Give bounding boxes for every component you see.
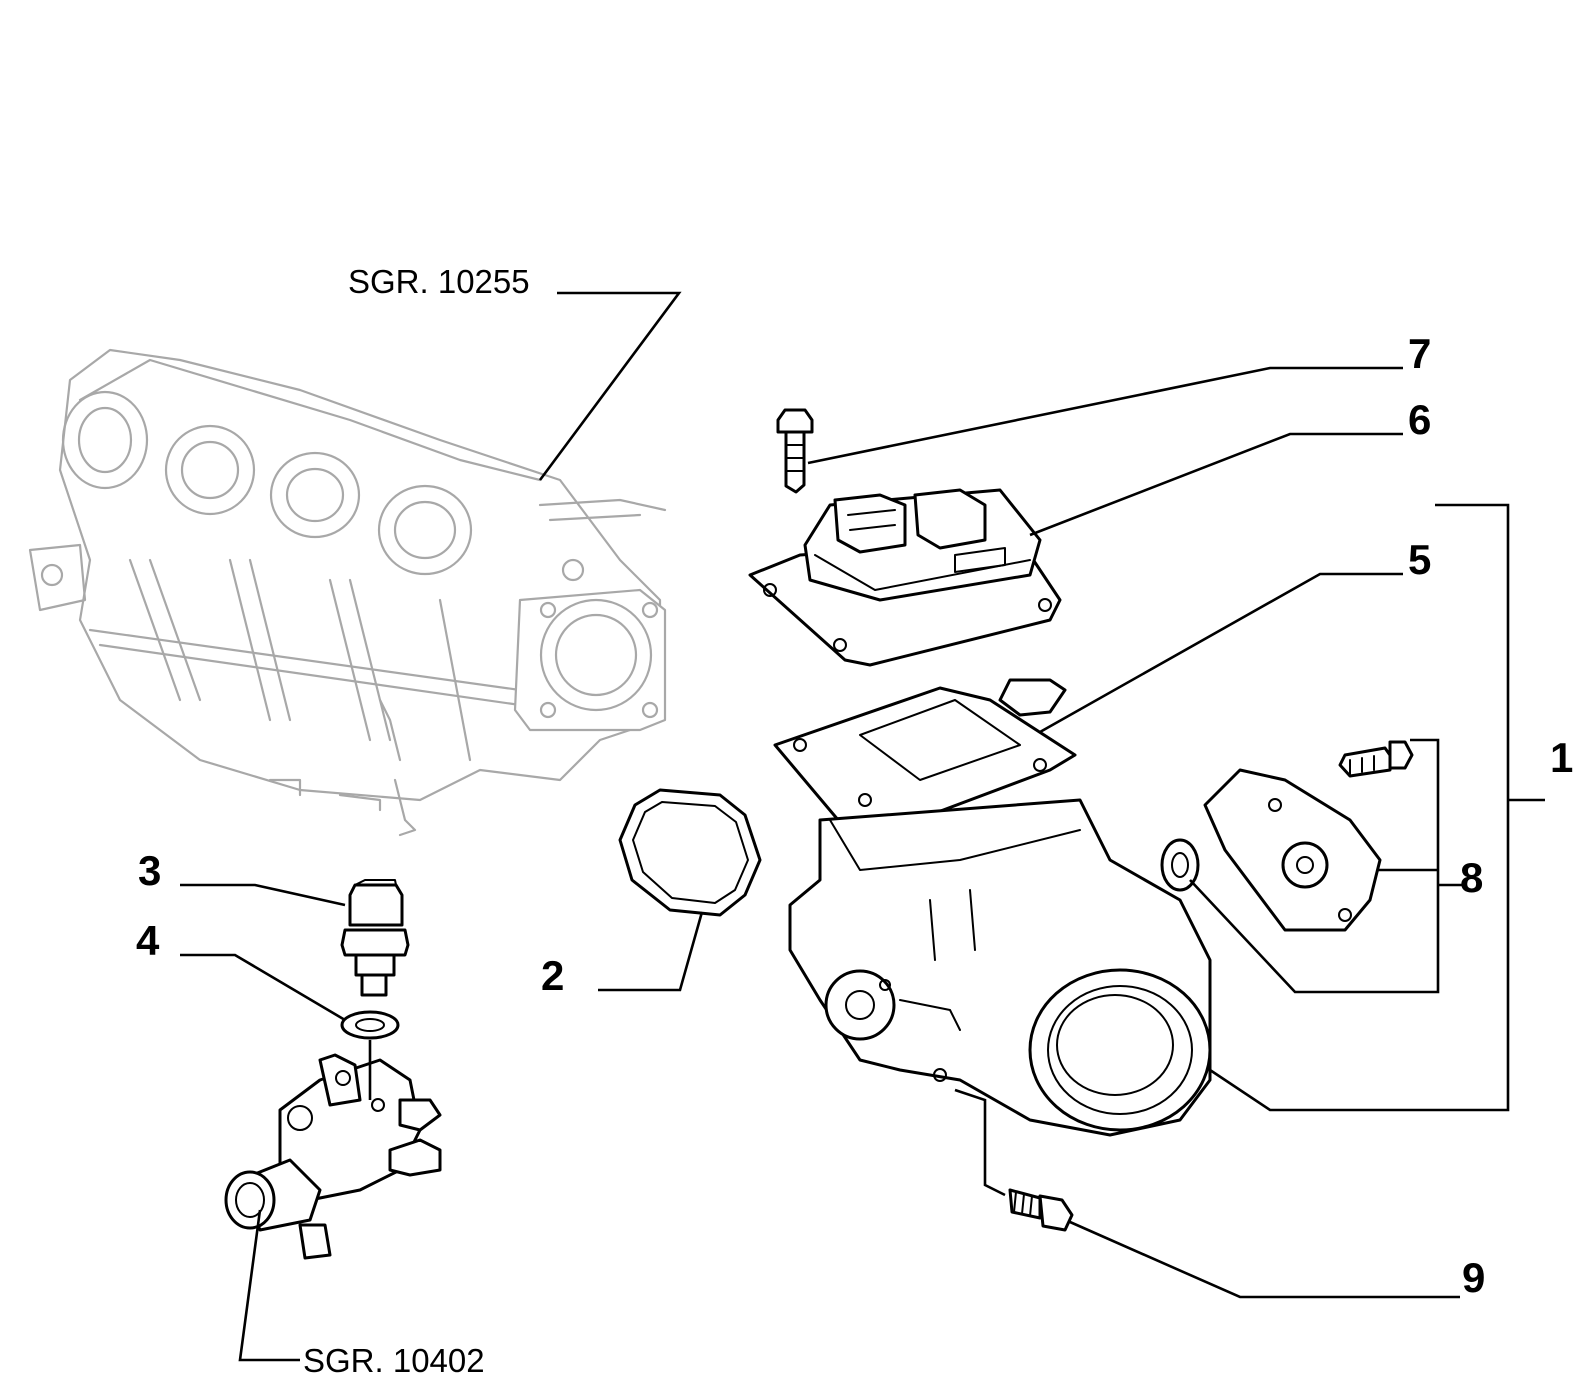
callout-9: 9 [1462, 1254, 1485, 1301]
temperature-sensor-part [340, 879, 410, 997]
thermostat-group-reference: SGR. 10402 [303, 1342, 485, 1377]
gasket-plate-part [773, 678, 1077, 850]
callout-8: 8 [1460, 854, 1483, 901]
control-unit-part [748, 488, 1062, 667]
thermostat-housing-illustration [224, 1053, 442, 1260]
bolt-part-9 [1008, 1188, 1074, 1232]
callout-6: 6 [1408, 396, 1431, 443]
gasket-ring-part [618, 788, 762, 917]
sealing-washer-part [340, 1010, 400, 1040]
position-sensor-part [1160, 740, 1414, 932]
callout-4: 4 [136, 917, 160, 964]
screw-part-7 [776, 408, 814, 494]
leader-lines [180, 291, 1545, 1362]
throttle-body-part [788, 798, 1212, 1137]
callout-1: 1 [1550, 734, 1573, 781]
intake-manifold-illustration [28, 348, 667, 837]
callout-3: 3 [138, 847, 161, 894]
manifold-group-reference: SGR. 10255 [348, 263, 530, 300]
callout-7: 7 [1408, 330, 1431, 377]
callout-2: 2 [541, 952, 564, 999]
callout-5: 5 [1408, 536, 1431, 583]
